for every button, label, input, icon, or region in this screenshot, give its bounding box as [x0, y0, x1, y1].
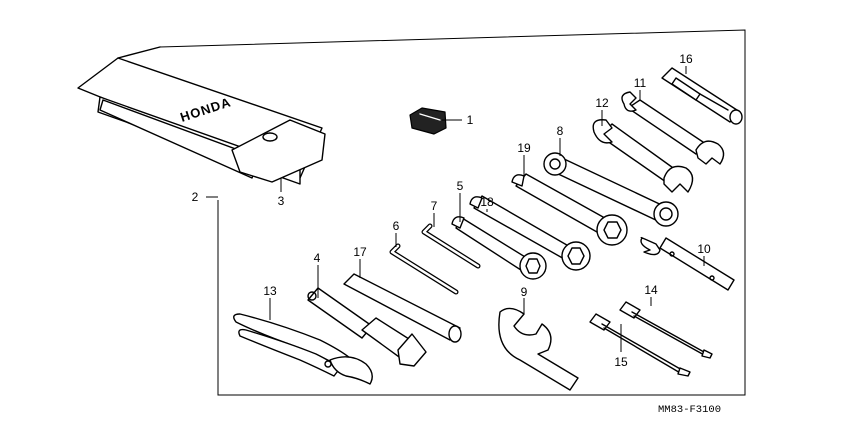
callout-4: 4	[314, 251, 321, 265]
part-17-extension-bar	[343, 273, 462, 343]
callout-9: 9	[521, 285, 528, 299]
callout-12: 12	[595, 96, 609, 110]
part-10-pin-spanner	[640, 236, 735, 291]
callout-14: 14	[644, 283, 658, 297]
callout-18: 18	[480, 195, 494, 209]
leader-lines	[206, 66, 705, 352]
callout-7: 7	[431, 199, 438, 213]
callout-11: 11	[634, 76, 647, 90]
callout-3: 3	[278, 194, 285, 208]
callout-19: 19	[517, 141, 531, 155]
part-13-pliers	[233, 313, 373, 385]
drawing-code: MM83-F3100	[658, 404, 721, 416]
callout-8: 8	[557, 124, 564, 138]
part-12-wrench	[592, 119, 694, 193]
callout-6: 6	[393, 219, 400, 233]
callout-17: 17	[353, 245, 367, 259]
part-11-open-wrench	[621, 91, 725, 165]
part-16-screwdriver-handle	[661, 67, 743, 125]
part-18-box-wrench	[469, 195, 591, 271]
callout-10: 10	[697, 242, 711, 256]
callout-2: 2	[192, 190, 199, 204]
part-6-hex-key	[389, 243, 459, 295]
part-19-box-wrench	[511, 173, 628, 246]
callout-labels: 1 2 3 4 5 6 7 8 9 10 11 12 13 14 15 16 1…	[192, 52, 711, 369]
part-15-screwdriver	[589, 313, 691, 377]
part-8-combination-wrench	[543, 152, 679, 227]
callout-15: 15	[614, 355, 628, 369]
part-7-hex-key	[421, 223, 481, 269]
callout-1: 1	[467, 113, 474, 127]
callout-5: 5	[457, 179, 464, 193]
part-4-spark-plug-socket	[307, 287, 427, 367]
callout-16: 16	[679, 52, 693, 66]
tool-bag: HONDA	[77, 46, 326, 185]
part-9-hook-spanner	[498, 307, 579, 391]
callout-13: 13	[263, 284, 277, 298]
kit-boundary-frame	[159, 29, 746, 396]
part-1-clip	[409, 107, 447, 135]
part-14-screwdriver	[619, 301, 713, 359]
